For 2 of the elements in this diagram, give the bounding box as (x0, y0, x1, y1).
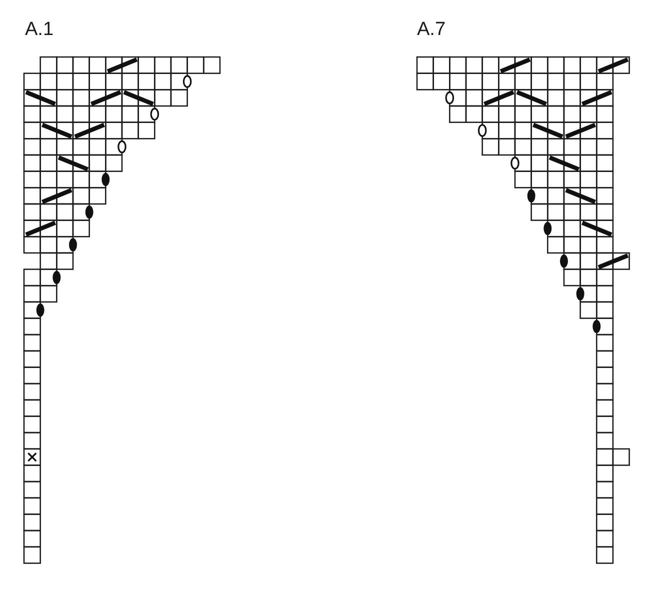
chart-label: A.7 (417, 19, 446, 41)
chart-label: A.1 (25, 19, 54, 41)
